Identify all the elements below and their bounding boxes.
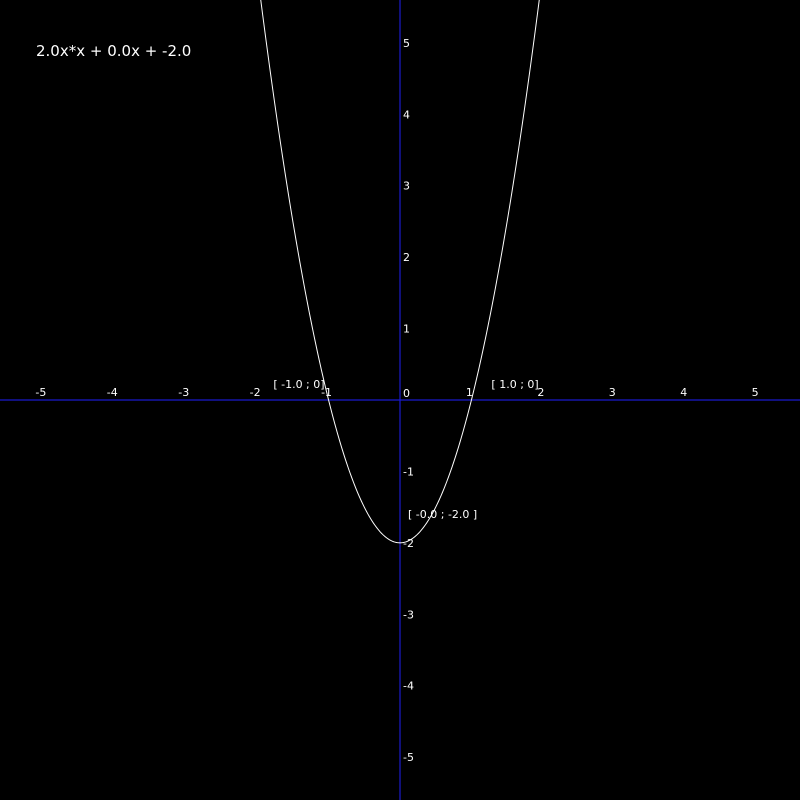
x-tick-label: 4 [680, 386, 687, 399]
y-tick-label: 1 [403, 323, 410, 336]
y-tick-label: 2 [403, 251, 410, 264]
x-tick-label: 5 [752, 386, 759, 399]
x-tick-label: -5 [35, 386, 46, 399]
y-tick-label: -2 [403, 537, 414, 550]
y-tick-label: -1 [403, 465, 414, 478]
chart-title: 2.0x*x + 0.0x + -2.0 [36, 42, 191, 60]
x-tick-labels: -5 -4 -3 -2 -1 1 2 3 4 5 [35, 386, 758, 399]
point-annotation: [ -0.0 ; -2.0 ] [408, 508, 477, 521]
y-tick-label: -4 [403, 680, 414, 693]
x-tick-label: -2 [250, 386, 261, 399]
y-tick-label: 5 [403, 37, 410, 50]
y-tick-labels: -5 -4 -3 -2 -1 1 2 3 4 5 [403, 37, 414, 764]
x-tick-label: 1 [466, 386, 473, 399]
point-annotation: [ -1.0 ; 0] [273, 378, 324, 391]
origin-label: 0 [403, 387, 410, 400]
y-tick-label: -3 [403, 608, 414, 621]
point-annotations: [ -1.0 ; 0] [ 1.0 ; 0] [ -0.0 ; -2.0 ] [273, 378, 538, 521]
x-tick-label: -3 [178, 386, 189, 399]
y-tick-label: 3 [403, 180, 410, 193]
y-tick-label: 4 [403, 108, 410, 121]
x-tick-label: 2 [537, 386, 544, 399]
parabola-curve [260, 0, 540, 544]
x-tick-label: -4 [107, 386, 118, 399]
y-tick-label: -5 [403, 751, 414, 764]
x-tick-label: 3 [609, 386, 616, 399]
x-tick-label: -1 [321, 386, 332, 399]
point-annotation: [ 1.0 ; 0] [491, 378, 538, 391]
